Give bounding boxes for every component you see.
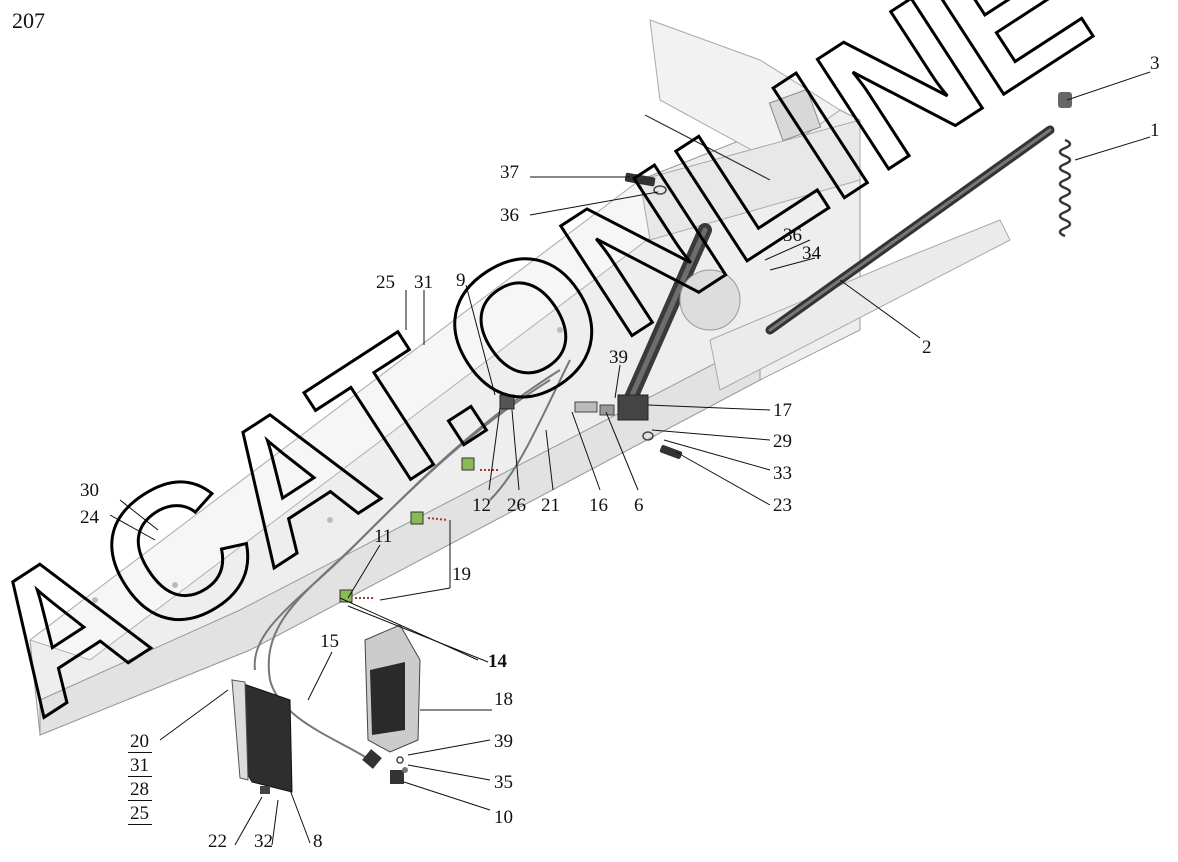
callout-17: 17 [773,400,792,421]
callout-36-a: 36 [500,205,519,226]
stack-item-31: 31 [130,755,149,776]
bracket [1058,92,1072,108]
bolt-23 [642,431,683,459]
watermark-text: ACAT.ONLINE [0,0,1123,756]
callout-6: 6 [634,495,644,516]
callout-37: 37 [500,162,519,183]
valve [364,624,421,784]
callout-39-a: 39 [609,347,628,368]
stack-divider [128,752,152,753]
stack-item-20: 20 [130,731,149,752]
callout-23: 23 [773,495,792,516]
frame-rail [28,19,1011,736]
callout-14: 14 [488,651,507,672]
callout-9: 9 [456,270,466,291]
callout-2: 2 [922,337,932,358]
callout-35: 35 [494,772,513,793]
callout-1: 1 [1150,120,1160,141]
callout-11: 11 [374,526,393,547]
leader-lines [109,71,1151,846]
spring [1058,138,1072,238]
plate [231,679,293,794]
callout-19: 19 [452,564,471,585]
callout-8: 8 [313,831,323,852]
stack-divider [128,776,152,777]
callout-22: 22 [208,831,227,852]
rod [765,125,1055,335]
callout-3: 3 [1150,53,1160,74]
cylinder [617,223,741,421]
bolt-37 [624,172,667,195]
callout-16: 16 [589,495,608,516]
callout-29: 29 [773,431,792,452]
callout-21: 21 [541,495,560,516]
stack-divider [128,824,152,825]
stack-item-28: 28 [130,779,149,800]
watermark: ACAT.ONLINE [0,0,1123,756]
callout-18: 18 [494,689,513,710]
callout-25-a: 25 [376,272,395,293]
callout-26: 26 [507,495,526,516]
callout-31-a: 31 [414,272,433,293]
callout-24: 24 [80,507,99,528]
callout-36-b: 36 [783,225,802,246]
callout-33: 33 [773,463,792,484]
callout-34: 34 [802,243,821,264]
hoses [253,359,571,761]
page-number: 207 [12,8,45,33]
callout-15: 15 [320,631,339,652]
callout-39-b: 39 [494,731,513,752]
stack-divider [128,800,152,801]
callout-12: 12 [472,495,491,516]
callout-30: 30 [80,480,99,501]
stack-item-25: 25 [130,803,149,824]
callout-10: 10 [494,807,513,828]
callout-32: 32 [254,831,273,852]
